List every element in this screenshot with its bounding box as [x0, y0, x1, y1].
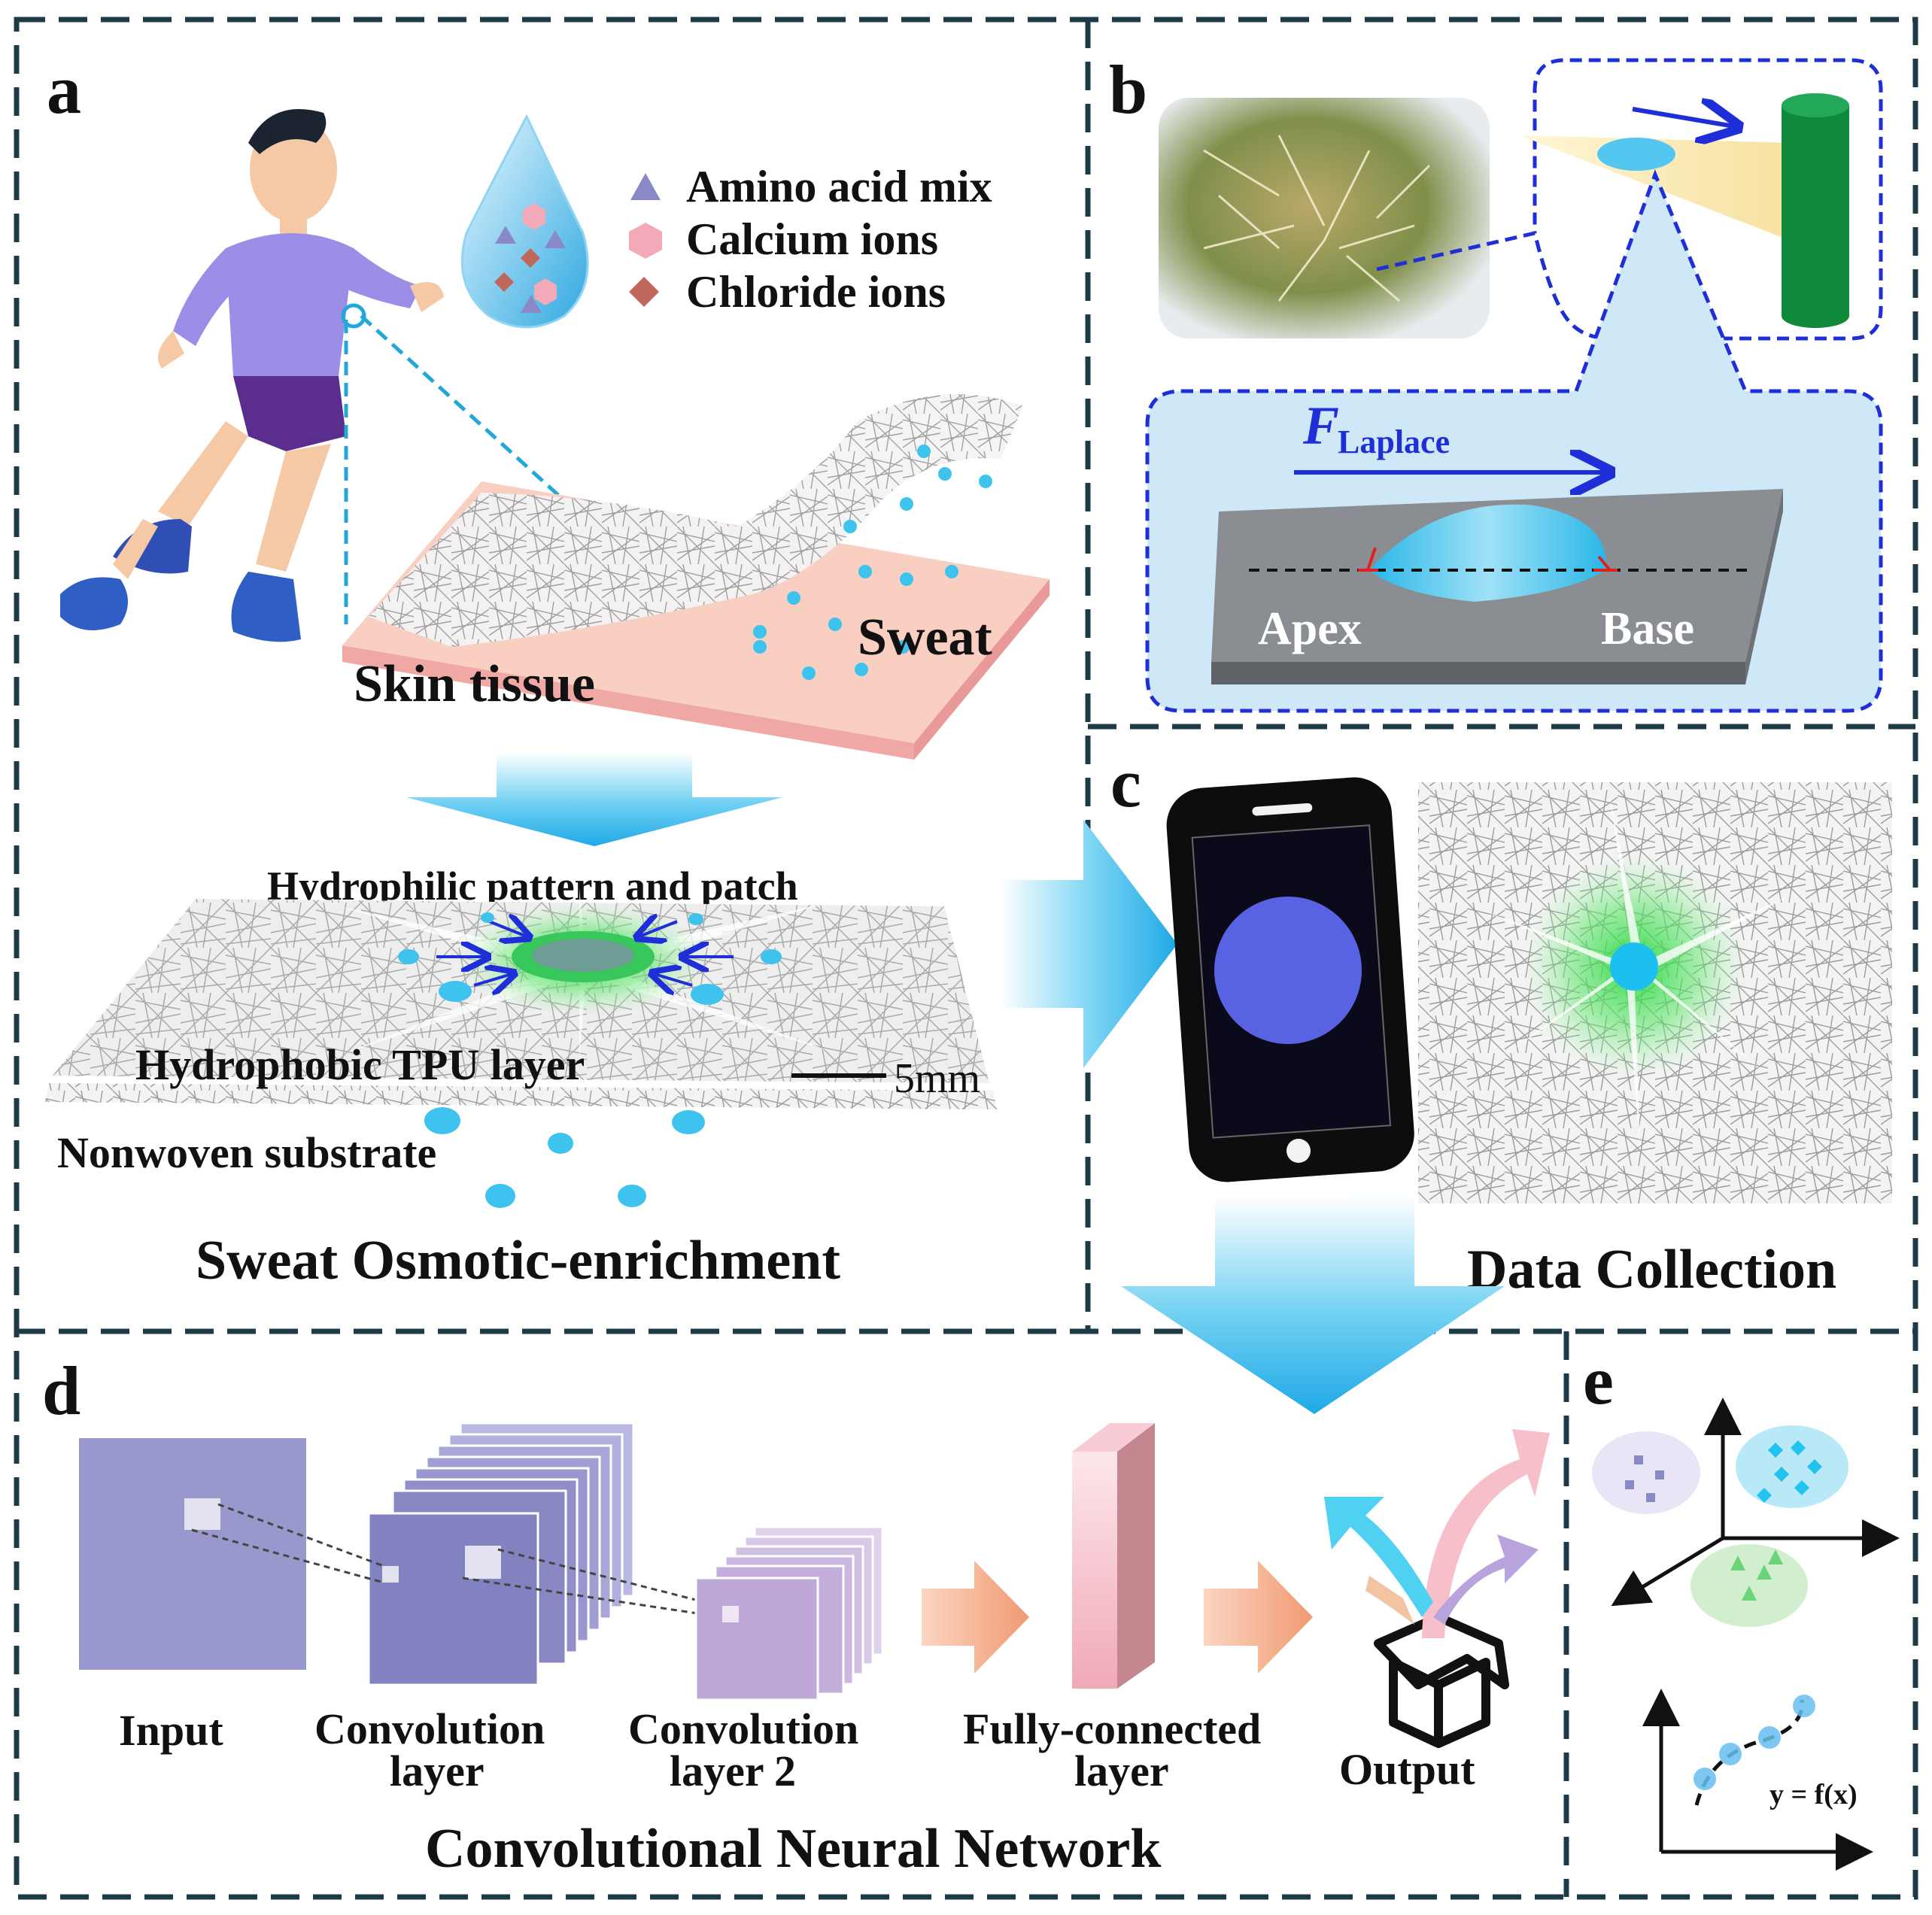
- legend-item-chloride: Chloride ions: [629, 267, 946, 317]
- cluster-cyan: [1736, 1425, 1848, 1508]
- patch-droplets: [398, 912, 782, 1005]
- panel-c: Data Collection: [1121, 777, 1892, 1414]
- conv2-stack: [694, 1525, 884, 1701]
- panel-letter-a: a: [47, 51, 81, 128]
- droplet-motion-arrow: [1632, 109, 1734, 126]
- panel-c-caption: Data Collection: [1467, 1239, 1836, 1300]
- panel-e: y = f(x): [1592, 1398, 1900, 1871]
- scale-label: 5mm: [894, 1055, 980, 1102]
- fc-layer: [1072, 1423, 1155, 1689]
- tpu-layer: [45, 888, 997, 1109]
- sweat-droplets: [753, 445, 992, 680]
- panel-letter-c: c: [1110, 745, 1141, 821]
- dripping-droplets: [424, 1107, 705, 1208]
- diamond-icon: [629, 277, 659, 307]
- legend-item-amino: Amino acid mix: [630, 162, 992, 211]
- apex-label: Apex: [1258, 603, 1362, 654]
- fc-label-line2: layer: [1074, 1747, 1169, 1795]
- input-kernel: [184, 1498, 220, 1530]
- slab-droplet: [1369, 504, 1607, 602]
- input-label: Input: [119, 1706, 223, 1755]
- right-arrow-a-to-c: [1001, 820, 1177, 1068]
- smartphone-icon: [1166, 777, 1414, 1182]
- down-arrow-a: [406, 752, 782, 846]
- triangle-icon: [630, 173, 661, 200]
- panel-a-caption: Sweat Osmotic-enrichment: [196, 1230, 840, 1291]
- fc-label-line1: Fully-connected: [963, 1704, 1261, 1753]
- panel-b: F Laplace Apex Base: [1145, 58, 1883, 713]
- ion-legend: Amino acid mix Calcium ions Chloride ion…: [629, 162, 992, 317]
- fiber-membrane: [369, 394, 1023, 647]
- 2d-axes: [1642, 1689, 1873, 1871]
- legend-label-chloride: Chloride ions: [686, 267, 946, 317]
- panel-letter-d: d: [42, 1352, 80, 1429]
- fiber-patch-image: [1418, 782, 1892, 1203]
- cluster-green: [1690, 1544, 1808, 1627]
- legend-item-calcium: Calcium ions: [629, 214, 938, 264]
- function-label: y = f(x): [1769, 1779, 1858, 1810]
- legend-label-calcium: Calcium ions: [686, 214, 938, 264]
- arrow-to-fc: [922, 1561, 1029, 1674]
- panel-a: Amino acid mix Calcium ions Chloride ion…: [45, 109, 1177, 1291]
- phone-screen-circle: [1214, 897, 1362, 1044]
- 3d-axes: [1611, 1398, 1900, 1607]
- base-label: Base: [1601, 603, 1694, 654]
- output-arrows: [1324, 1429, 1550, 1638]
- green-cylinder: [1782, 93, 1849, 328]
- nonwoven-substrate-label: Nonwoven substrate: [57, 1128, 436, 1177]
- panel-d-caption: Convolutional Neural Network: [425, 1818, 1162, 1880]
- panel-letter-e: e: [1583, 1342, 1614, 1419]
- arrow-to-output: [1204, 1561, 1313, 1674]
- sweat-label: Sweat: [858, 608, 992, 666]
- conv2-label-line2: layer 2: [670, 1747, 796, 1795]
- panel-d: Input Convolution layer Convolution laye…: [79, 1422, 1550, 1880]
- conv2-label-line1: Convolution: [628, 1704, 858, 1753]
- legend-label-amino: Amino acid mix: [686, 162, 992, 211]
- runner-illustration: [60, 109, 444, 642]
- panel-letter-b: b: [1109, 51, 1147, 128]
- hexagon-icon: [629, 223, 662, 259]
- inflow-arrows: [436, 921, 734, 985]
- conv1-stack: [367, 1422, 635, 1686]
- tpu-layer-label: Hydrophobic TPU layer: [135, 1040, 585, 1089]
- panel-borders: [14, 17, 1918, 1900]
- input-layer: [79, 1438, 306, 1670]
- cactus-spines: [1203, 135, 1431, 302]
- regression-points: [1694, 1695, 1815, 1790]
- down-arrow-c-to-d: [1121, 1196, 1505, 1414]
- conv1-label-line2: layer: [390, 1747, 485, 1795]
- force-subscript: Laplace: [1338, 423, 1450, 460]
- skin-tissue-label: Skin tissue: [354, 655, 595, 713]
- cluster-purple: [1592, 1431, 1700, 1514]
- contact-angle-apex: [1358, 547, 1378, 572]
- sweat-drop-icon: [460, 114, 589, 329]
- kernel-projection-lines: [191, 1503, 723, 1619]
- force-symbol: F: [1302, 396, 1339, 456]
- conv1-label-line1: Convolution: [314, 1704, 545, 1753]
- contact-angle-base: [1593, 555, 1618, 572]
- spine-droplet: [1597, 138, 1675, 171]
- zoom-callout-top: [1376, 58, 1883, 341]
- cactus-photo: [1159, 98, 1490, 338]
- output-label: Output: [1339, 1745, 1475, 1794]
